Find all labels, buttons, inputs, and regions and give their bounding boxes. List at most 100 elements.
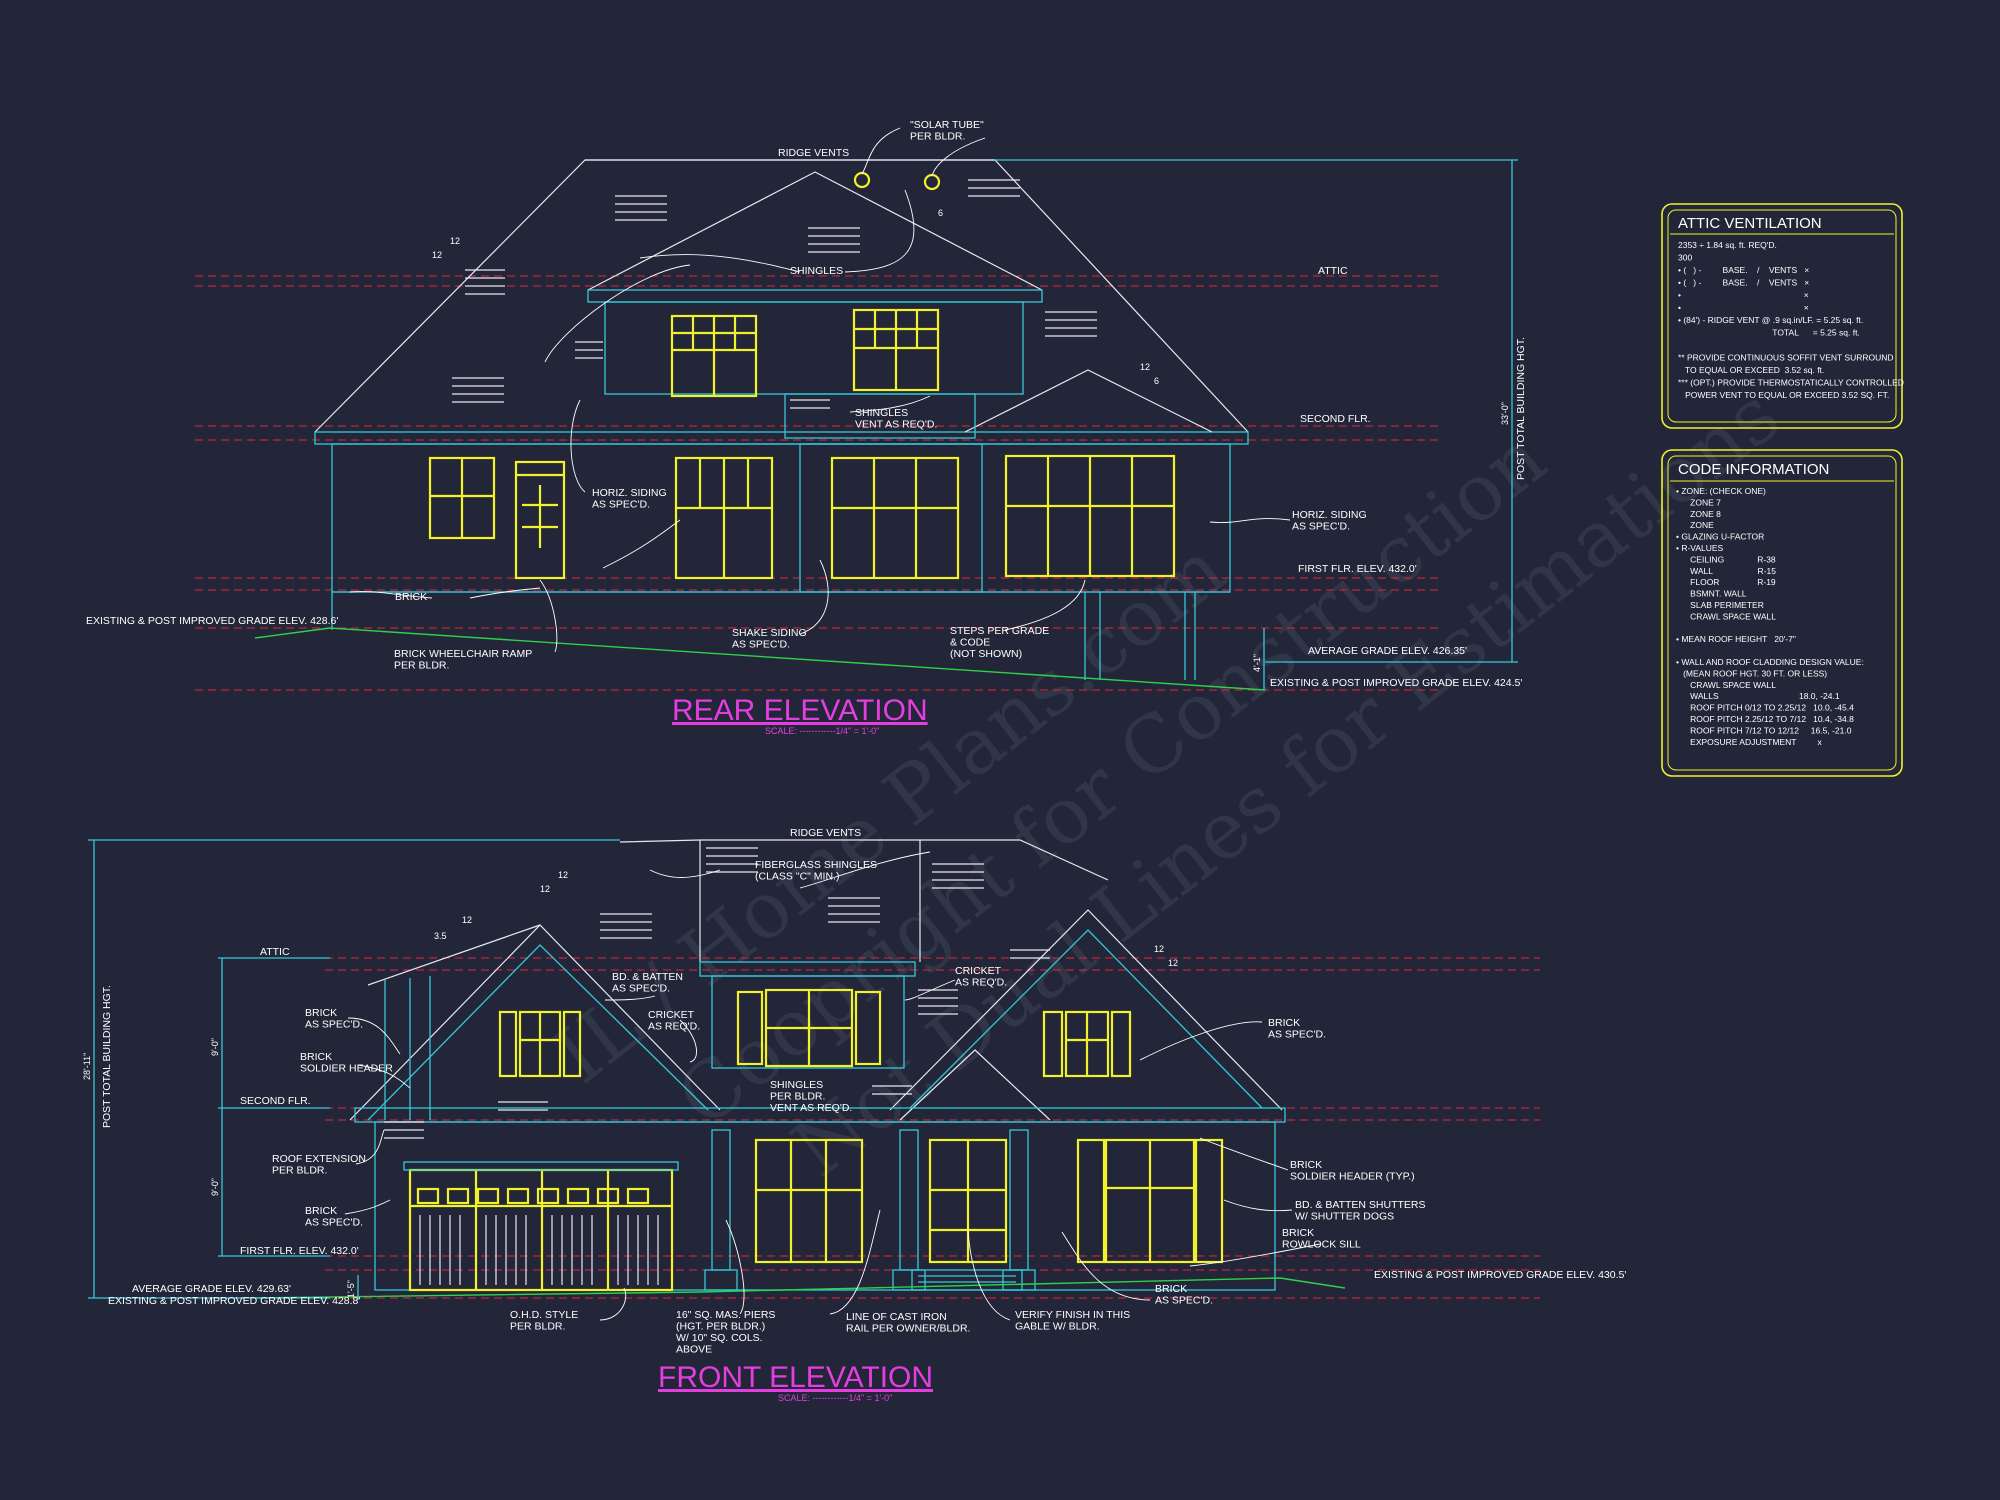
code-lines-line: BSMNT. WALL: [1676, 589, 1747, 599]
label-line: (NOT SHOWN): [950, 648, 1022, 660]
rear-attic-label: ATTIC: [1318, 265, 1348, 277]
front-pitch-12b: 12: [540, 884, 550, 894]
label-line: ROWLOCK SILL: [1282, 1239, 1361, 1251]
label-line: W/ SHUTTER DOGS: [1295, 1211, 1394, 1223]
front-second-flr-label: SECOND FLR.: [240, 1095, 311, 1107]
front-pitch-12a: 12: [558, 870, 568, 880]
code-lines-line: WALL R-15: [1676, 566, 1776, 576]
code-lines-line: CEILING R-38: [1676, 554, 1776, 564]
rear-pitch-12c: 12: [1140, 362, 1150, 372]
rear-ridge-vents-label: RIDGE VENTS: [778, 147, 849, 159]
rear-pitch-12a: 12: [450, 236, 460, 246]
label-line: W/ 10" SQ. COLS.: [676, 1332, 763, 1344]
label-line: AS SPEC'D.: [592, 499, 650, 511]
label-line: STEPS PER GRADE: [950, 625, 1049, 637]
code-lines-line: FLOOR R-19: [1676, 577, 1776, 587]
front-scale: SCALE: ------------1/4" = 1'-0": [778, 1393, 892, 1403]
label-line: PER BLDR.: [272, 1165, 327, 1177]
attic-lines-line: *** (OPT.) PROVIDE THERMOSTATICALLY CONT…: [1678, 378, 1904, 388]
code-lines-line: ROOF PITCH 0/12 TO 2.25/12 10.0, -45.4: [1676, 703, 1854, 713]
front-elevation: RIDGE VENTS FIBERGLASS SHINGLES(CLASS "C…: [82, 827, 1626, 1403]
label-line: ABOVE: [676, 1344, 712, 1356]
watermark: IL / Home Plans.com Coopright for Constr…: [539, 370, 1796, 1194]
front-pitch-12e: 12: [1168, 958, 1178, 968]
label-line: RAIL PER OWNER/BLDR.: [846, 1323, 970, 1335]
label-line: SHAKE SIDING: [732, 627, 807, 639]
rear-height-label: POST TOTAL BUILDING HGT.: [1515, 337, 1527, 480]
attic-lines-line: • ×: [1678, 303, 1809, 313]
label-line: AS SPEC'D.: [1155, 1295, 1213, 1307]
label-line: (CLASS "C" MIN.): [755, 871, 839, 883]
front-elevation-title: FRONT ELEVATION: [658, 1361, 933, 1394]
label-line: GABLE W/ BLDR.: [1015, 1321, 1100, 1333]
rear-steps-label: STEPS PER GRADE& CODE(NOT SHOWN): [950, 625, 1049, 660]
label-line: VENT AS REQ'D.: [855, 419, 937, 431]
front-height-label: POST TOTAL BUILDING HGT.: [101, 985, 113, 1128]
code-lines-line: EXPOSURE ADJUSTMENT x: [1676, 737, 1823, 747]
rear-elevation-title: REAR ELEVATION: [672, 694, 928, 727]
code-lines-line: SLAB PERIMETER: [1676, 600, 1764, 610]
label-line: HORIZ. SIDING: [592, 487, 667, 499]
label-line: BRICK: [1268, 1017, 1300, 1029]
front-piers-label: 16" SQ. MAS. PIERS(HGT. PER BLDR.)W/ 10"…: [676, 1309, 775, 1356]
front-dim-9a: 9'-0": [210, 1038, 220, 1056]
label-line: HORIZ. SIDING: [1292, 509, 1367, 521]
attic-lines-line: • (84') - RIDGE VENT @ .9 sq.in/LF. = 5.…: [1678, 315, 1863, 325]
label-line: PER BLDR.: [510, 1321, 565, 1333]
label-line: BD. & BATTEN: [612, 971, 683, 983]
code-lines-line: • MEAN ROOF HEIGHT 20'-7": [1676, 634, 1796, 644]
rear-brick-label: BRICK: [395, 591, 427, 603]
rear-small-dim: 4'-1": [1252, 654, 1262, 672]
label-line: VENT AS REQ'D.: [770, 1102, 852, 1114]
code-lines-line: ZONE 7: [1676, 497, 1721, 507]
attic-lines-line: 2353 ÷ 1.84 sq. ft. REQ'D.: [1678, 240, 1777, 250]
front-pitch-12d: 12: [1154, 944, 1164, 954]
rear-pitch-6a: 6: [938, 208, 943, 218]
label-line: AS SPEC'D.: [305, 1019, 363, 1031]
code-lines-line: • GLAZING U-FACTOR: [1676, 532, 1764, 542]
code-lines-line: CRAWL SPACE WALL: [1676, 611, 1776, 621]
attic-ventilation-title: ATTIC VENTILATION: [1678, 215, 1822, 232]
code-lines-line: • ZONE: (CHECK ONE): [1676, 486, 1766, 496]
label-line: AS SPEC'D.: [305, 1217, 363, 1229]
front-ridge-vents-label: RIDGE VENTS: [790, 827, 861, 839]
front-dim-small: 1'-5": [346, 1280, 356, 1298]
front-roof-hatch: [384, 847, 1050, 1139]
label-line: AS REQ'D.: [648, 1021, 700, 1033]
code-lines-line: ZONE 8: [1676, 509, 1721, 519]
label-line: BRICK: [300, 1051, 332, 1063]
code-lines-line: CRAWL SPACE WALL: [1676, 680, 1776, 690]
front-fiberglass-label: FIBERGLASS SHINGLES(CLASS "C" MIN.): [755, 859, 877, 883]
label-line: BD. & BATTEN SHUTTERS: [1295, 1199, 1426, 1211]
front-attic-label: ATTIC: [260, 946, 290, 958]
code-lines-line: • WALL AND ROOF CLADDING DESIGN VALUE:: [1676, 657, 1864, 667]
label-line: BRICK WHEELCHAIR RAMP: [394, 648, 532, 660]
label-line: PER BLDR.: [394, 660, 449, 672]
front-avg-grade-label: AVERAGE GRADE ELEV. 429.63': [132, 1283, 291, 1295]
attic-ventilation-box: ATTIC VENTILATION 2353 ÷ 1.84 sq. ft. RE…: [1661, 203, 1904, 429]
rear-height-dim: 33'-0": [1500, 402, 1510, 425]
label-line: BRICK: [305, 1205, 337, 1217]
attic-lines-line: POWER VENT TO EQUAL OR EXCEED 3.52 SQ. F…: [1678, 390, 1889, 400]
label-line: AS SPEC'D.: [1268, 1029, 1326, 1041]
label-line: AS SPEC'D.: [1292, 521, 1350, 533]
label-line: PER BLDR.: [770, 1091, 825, 1103]
attic-lines-line: TOTAL = 5.25 sq. ft.: [1678, 328, 1860, 338]
rear-roof-hatch: [452, 179, 1097, 409]
front-existing-right-label: EXISTING & POST IMPROVED GRADE ELEV. 430…: [1374, 1269, 1626, 1281]
label-line: CRICKET: [648, 1009, 695, 1021]
code-information-lines: • ZONE: (CHECK ONE) ZONE 7 ZONE 8 ZONE• …: [1676, 486, 1864, 747]
label-line: O.H.D. STYLE: [510, 1309, 578, 1321]
